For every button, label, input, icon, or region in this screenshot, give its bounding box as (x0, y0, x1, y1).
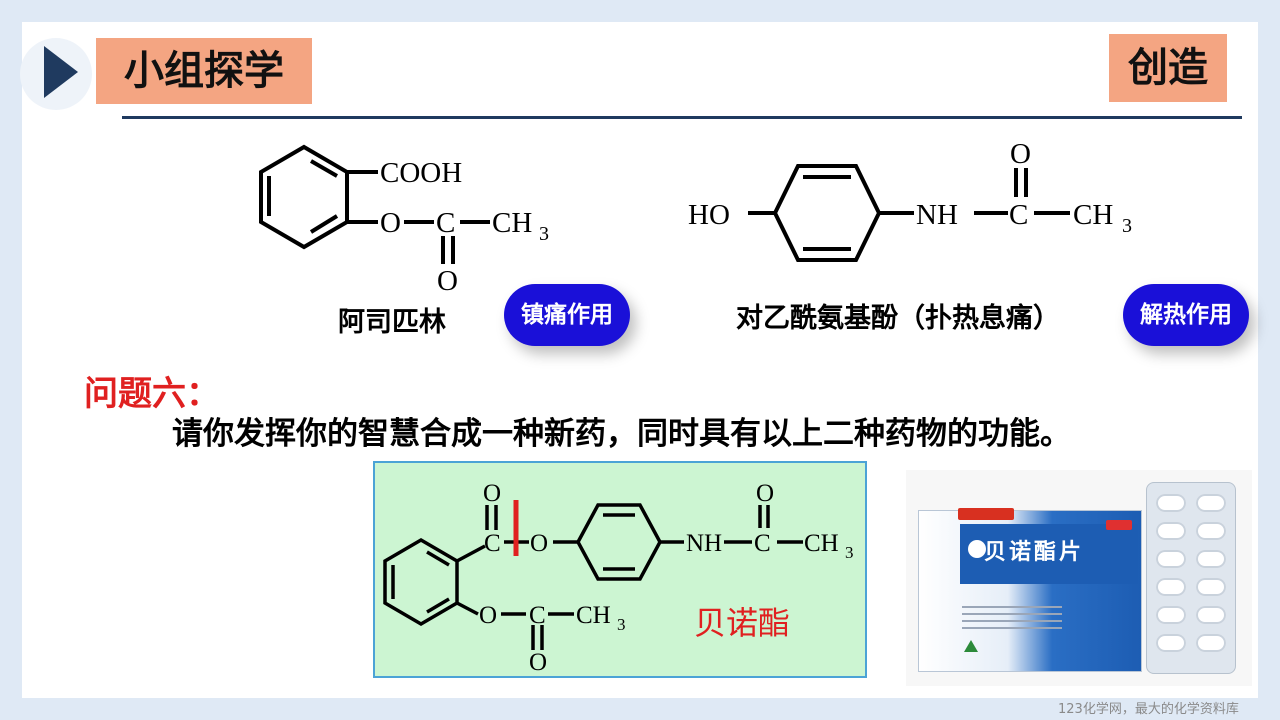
paracetamol-name: 对乙酰氨基酚（扑热息痛） (736, 303, 1060, 334)
tablet (1196, 494, 1226, 512)
analgesic-effect-badge: 镇痛作用 (504, 284, 630, 346)
section-title: 小组探学 (96, 38, 312, 104)
otc-badge-icon (1106, 520, 1132, 530)
antipyretic-effect-badge: 解热作用 (1123, 284, 1249, 346)
tablet (1156, 606, 1186, 624)
paracetamol-carbonyl-oxygen-label: O (1010, 138, 1031, 170)
aspirin-ester-oxygen-label: O (380, 207, 401, 239)
product-amine-label: NH (686, 530, 722, 557)
aspirin-methyl-subscript: 3 (539, 223, 549, 245)
product-methyl-subscript: 3 (845, 543, 854, 562)
product-benzene-ring-right (576, 503, 662, 581)
aspirin-cooh-label: COOH (380, 157, 462, 189)
tablet (1196, 578, 1226, 596)
product-acetyl-carbon: C (529, 602, 546, 629)
tablet (1196, 522, 1226, 540)
paracetamol-hydroxyl-label: HO (688, 199, 730, 231)
package-fine-print (962, 606, 1062, 632)
play-triangle-icon (44, 46, 78, 98)
medicine-box-band (960, 524, 1138, 584)
paracetamol-amine-label: NH (916, 199, 958, 231)
tablet (1156, 550, 1186, 568)
question-text: 请你发挥你的智慧合成一种新药，同时具有以上二种药物的功能。 (172, 416, 1071, 452)
paracetamol-carbon-label: C (1009, 199, 1028, 231)
product-ester-carbonyl-oxygen: O (483, 480, 501, 507)
header-divider (122, 116, 1242, 119)
product-methyl-label: CH (804, 530, 839, 557)
product-amide-carbon: C (754, 530, 771, 557)
tablet (1196, 550, 1226, 568)
watermark: 123化学网，最大的化学资料库 (1058, 702, 1239, 717)
question-label: 问题六： (84, 374, 220, 414)
brand-logo-icon (958, 508, 1014, 520)
product-acetyl-methyl-subscript: 3 (617, 615, 626, 634)
seal-icon (968, 540, 986, 558)
tablet (1196, 606, 1226, 624)
product-acetyl-oxygen: O (529, 649, 547, 676)
product-amide-oxygen: O (756, 480, 774, 507)
tablet (1196, 634, 1226, 652)
product-ester-carbon: C (484, 530, 501, 557)
product-name: 贝诺酯 (694, 604, 791, 642)
manufacturer-logo-icon (964, 640, 978, 652)
section-tag: 创造 (1109, 34, 1227, 102)
aspirin-carbonyl-oxygen-label: O (437, 265, 458, 297)
product-ring-oxygen: O (479, 602, 497, 629)
tablet (1156, 522, 1186, 540)
product-benzene-ring-left (383, 537, 459, 627)
paracetamol-methyl-label: CH (1073, 199, 1113, 231)
paracetamol-methyl-subscript: 3 (1122, 215, 1132, 237)
tablet (1156, 494, 1186, 512)
package-title: 贝诺酯片 (984, 540, 1085, 565)
tablet (1156, 634, 1186, 652)
aspirin-name: 阿司匹林 (338, 307, 446, 338)
product-acetyl-methyl: CH (576, 602, 611, 629)
tablet (1156, 578, 1186, 596)
aspirin-carbon-label: C (436, 207, 455, 239)
aspirin-methyl-label: CH (492, 207, 532, 239)
product-link-oxygen: O (530, 530, 548, 557)
